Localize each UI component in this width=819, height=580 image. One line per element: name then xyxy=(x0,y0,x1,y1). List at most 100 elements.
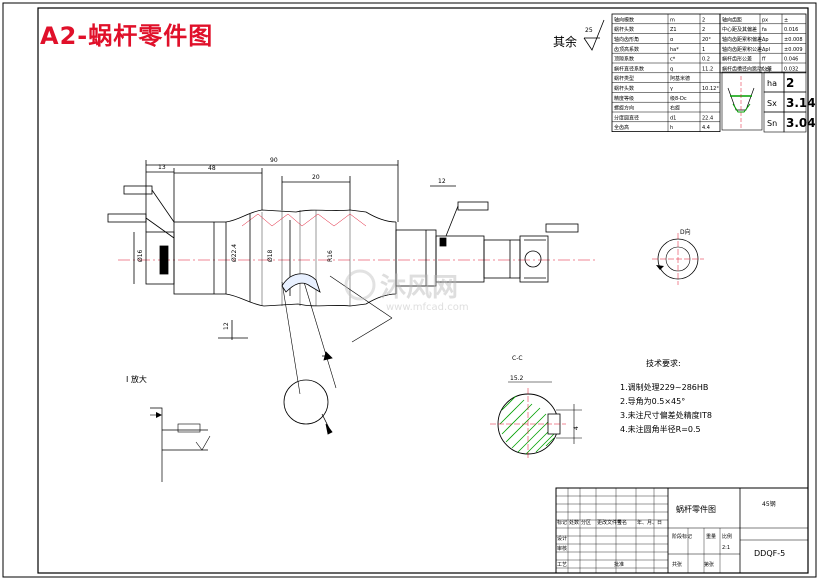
param-cell: 阿基米德 xyxy=(670,75,690,82)
param-cell: 10.12° xyxy=(702,86,719,92)
tooth-value: 3.14 xyxy=(786,96,816,110)
param-cell: 轴向齿形角 xyxy=(614,36,639,43)
param-cell: 蜗杆齿槽径向跳动公差 xyxy=(722,65,772,72)
param-cell: 分度圆直径 xyxy=(614,114,639,121)
dimension-label: 12 xyxy=(223,322,230,330)
param-cell: h xyxy=(670,125,673,131)
tech-req-item: 2.导角为0.5×45° xyxy=(620,396,685,406)
param-cell: 20° xyxy=(702,37,711,43)
param-cell: px xyxy=(762,17,768,23)
param-cell: 轴向齿距 xyxy=(722,16,742,23)
title-block-label: 更改文件号 xyxy=(597,519,622,526)
param-cell: ±0.008 xyxy=(784,37,803,43)
param-cell: 蜗杆头数 xyxy=(614,85,634,92)
param-cell: 全齿高 xyxy=(614,124,629,131)
param-cell: q xyxy=(670,66,673,72)
dimension-label: 20 xyxy=(312,174,320,181)
tooth-profile-inset xyxy=(721,71,763,131)
param-cell: 蜗杆头数 xyxy=(614,26,634,33)
part-name: 蜗杆零件图 xyxy=(676,504,716,514)
roughness-symbol: 其余 25 xyxy=(553,19,605,51)
param-cell: 轴向齿距累积公差 xyxy=(722,46,762,53)
param-cell: Δp xyxy=(762,37,769,43)
technical-requirements: 技术要求: 1.调制处理229~286HB 2.导角为0.5×45° 3.未注尺… xyxy=(620,358,712,434)
param-cell: ± xyxy=(784,17,788,23)
param-cell: 11.2 xyxy=(702,66,713,72)
tooth-symbol: Sx xyxy=(767,99,777,108)
roughness-value: 25 xyxy=(585,27,593,34)
param-cell: Δpl xyxy=(762,47,770,53)
param-cell: 0.016 xyxy=(784,27,798,33)
param-cell: 齿顶高系数 xyxy=(614,46,639,53)
enlarge-label: I 放大 xyxy=(126,374,147,384)
dimension-label: Ø22.4 xyxy=(231,244,238,262)
tooth-symbol: ha xyxy=(767,79,777,88)
watermark-text: 沐风网 xyxy=(380,273,458,303)
dimension-label: Ø16 xyxy=(137,249,144,262)
param-cell: 4.4 xyxy=(702,125,710,131)
param-cell: 22.4 xyxy=(702,115,713,121)
dimension-label: 15.2 xyxy=(510,375,524,382)
worm-shaft-main-view xyxy=(107,160,598,435)
param-cell: 0.2 xyxy=(702,57,710,63)
scale: 2:1 xyxy=(722,545,730,551)
param-cell: d1 xyxy=(670,115,676,121)
dimension-label: 90 xyxy=(270,157,278,164)
param-cell: fa xyxy=(762,27,767,33)
tooth-symbol: Sn xyxy=(767,119,777,128)
roughness-label: 其余 xyxy=(553,34,577,49)
enlarge-view-i: I 放大 xyxy=(126,374,211,482)
dimension-label: 12 xyxy=(438,178,446,185)
title-block-label: 年、月、日 xyxy=(637,519,662,526)
title-block-label: 审核 xyxy=(557,545,567,552)
tooth-value: 2 xyxy=(786,76,794,90)
param-cell: 蜗杆齿形公差 xyxy=(722,56,752,63)
param-cell: 顶隙系数 xyxy=(614,56,634,63)
param-cell: c* xyxy=(670,57,676,63)
dimension-label: 13 xyxy=(158,164,166,171)
param-cell: 级8-Dc xyxy=(670,95,687,102)
gear-parameter-table: 轴向模数 m 2 蜗杆头数 Z1 2 轴向齿形角 α 20° 齿顶高系数 ha* 1 顶隙系数 c* 0.2… xyxy=(611,13,807,132)
title-block-label: 共张 xyxy=(672,561,682,568)
param-cell: 2 xyxy=(702,17,705,23)
title-block: 蜗杆零件图45钢DDQF-52:1标记处数分区更改文件号签名年、月、日设计审核工… xyxy=(555,487,809,574)
tech-req-item: 4.未注圆角半径R=0.5 xyxy=(620,424,701,434)
param-cell: 蜗杆类型 xyxy=(614,75,634,82)
tech-req-heading: 技术要求: xyxy=(646,358,681,368)
drawing-number: DDQF-5 xyxy=(754,549,785,558)
dimension-label: 4 xyxy=(573,426,580,430)
param-cell: 精度等级 xyxy=(614,95,634,102)
param-cell: 2 xyxy=(702,27,705,33)
title-block-label: 工艺 xyxy=(557,562,567,568)
page-title: A2-蜗杆零件图 xyxy=(40,22,214,50)
title-block-label: 标记 xyxy=(557,519,567,526)
param-cell: m xyxy=(670,17,675,23)
title-block-label: 分区 xyxy=(581,519,591,526)
param-cell: ff xyxy=(762,57,766,63)
param-cell: α xyxy=(670,37,674,43)
param-cell: Z1 xyxy=(670,27,677,33)
title-block-label: 处数 xyxy=(569,519,579,526)
title-block-label: 重量 xyxy=(706,533,716,540)
title-block-label: 批准 xyxy=(614,561,624,568)
dimension-label: R16 xyxy=(327,250,334,262)
dimension-label: 48 xyxy=(208,165,216,172)
title-block-label: 第张 xyxy=(704,561,714,568)
param-cell: γ xyxy=(670,86,673,92)
param-cell: 1 xyxy=(702,47,705,53)
param-cell: 0.046 xyxy=(784,57,798,63)
title-block-label: 比例 xyxy=(722,533,732,540)
param-cell: 轴向模数 xyxy=(614,16,634,23)
param-cell: f ey xyxy=(762,66,771,72)
tooth-value: 3.04 xyxy=(786,116,816,130)
section-label: C-C xyxy=(512,355,523,362)
tech-req-item: 3.未注尺寸偏差处精度IT8 xyxy=(620,410,712,420)
title-block-label: 签名 xyxy=(617,519,627,526)
param-cell: ha* xyxy=(670,47,679,53)
param-cell: ±0.009 xyxy=(784,47,803,53)
